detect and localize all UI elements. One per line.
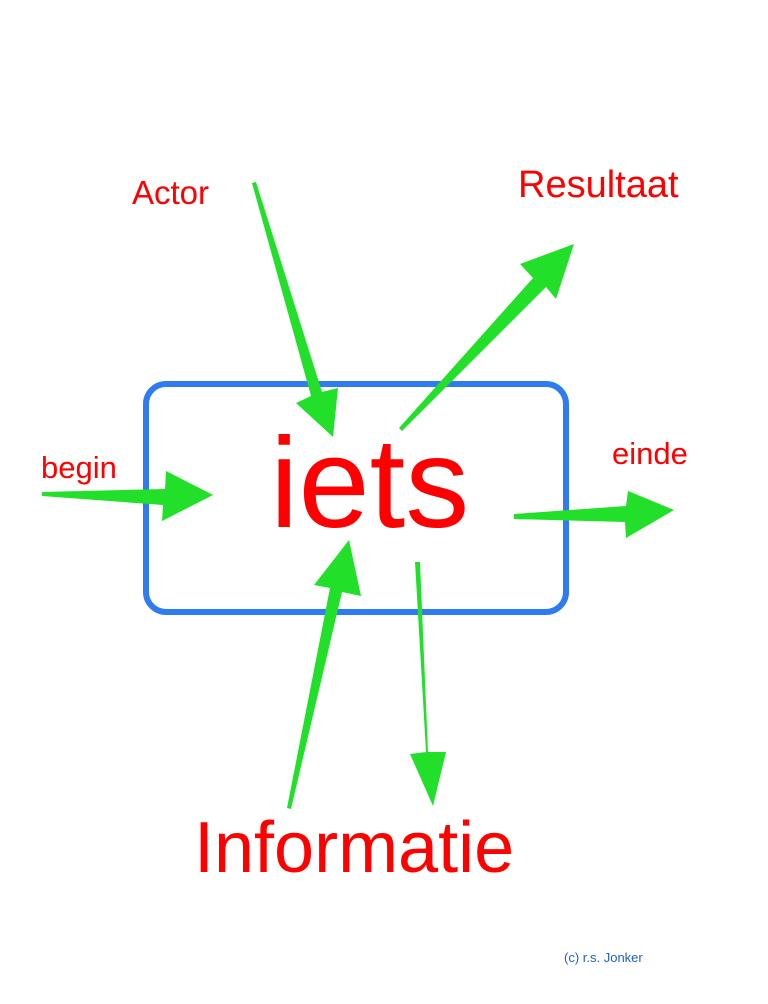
information-label: Informatie — [194, 808, 514, 888]
copyright-footer: (c) r.s. Jonker — [564, 950, 643, 965]
actor-label: Actor — [132, 174, 209, 211]
begin-label: begin — [41, 450, 117, 485]
result-label: Resultaat — [518, 164, 679, 206]
begin-arrow — [42, 471, 213, 521]
information-in-arrow — [287, 540, 361, 809]
end-arrow — [514, 491, 674, 538]
result-arrow — [399, 244, 574, 431]
actor-arrow — [252, 182, 338, 437]
center-label: iets — [270, 412, 469, 555]
information-out-arrow — [410, 562, 446, 806]
end-label: einde — [612, 436, 688, 471]
